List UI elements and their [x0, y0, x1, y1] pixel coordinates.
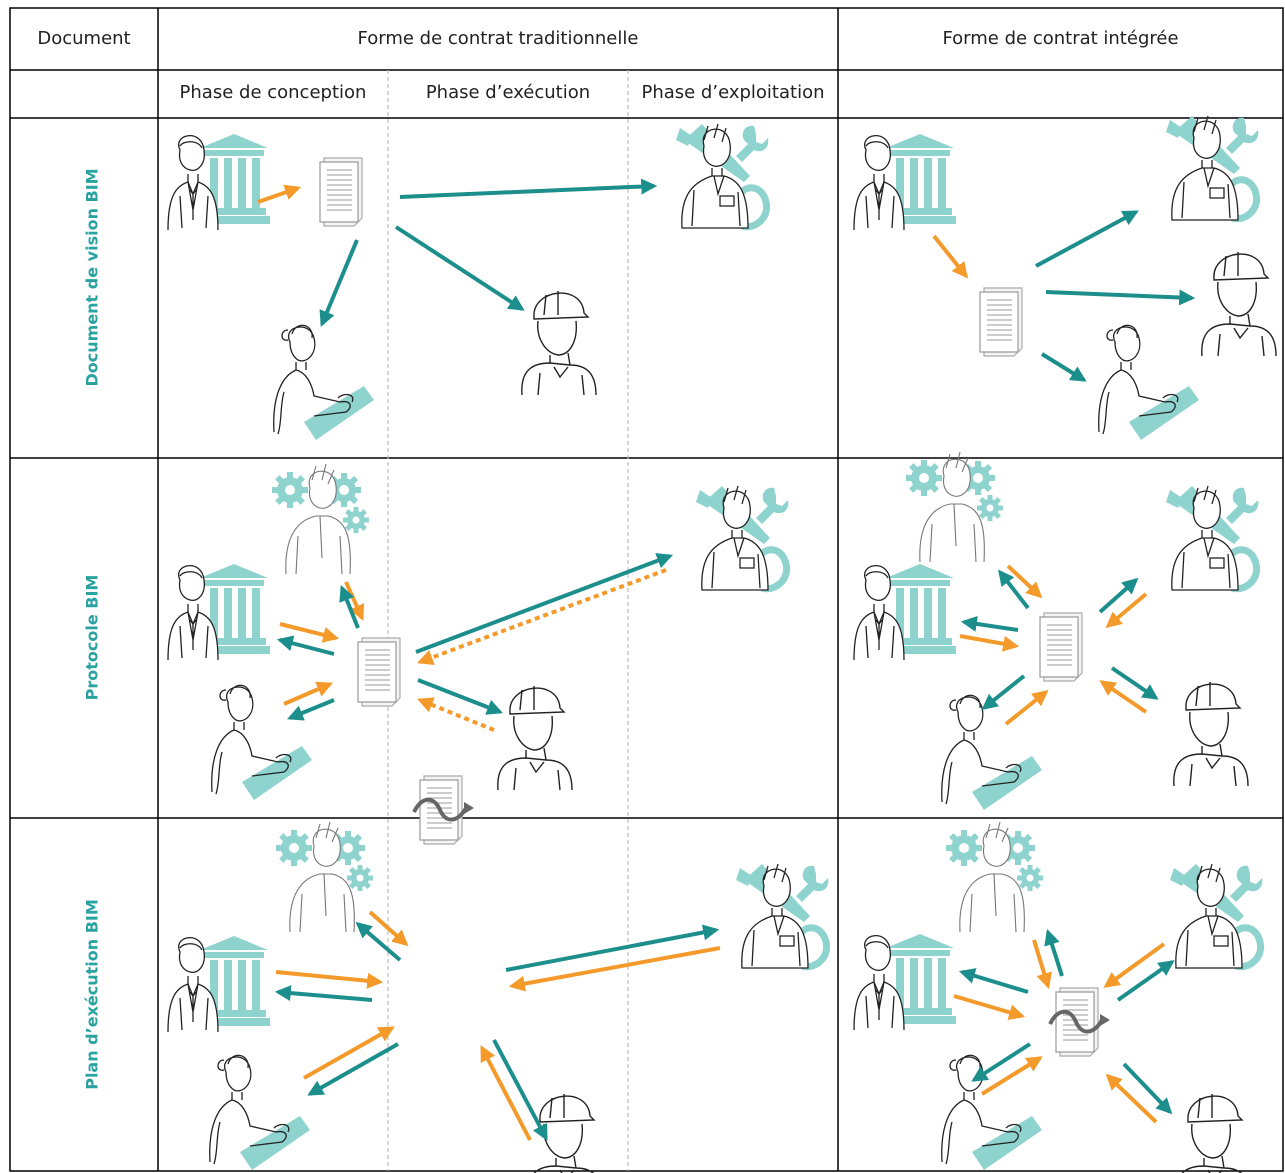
contractor-figure — [521, 290, 597, 396]
maintenance-figure — [1166, 116, 1258, 220]
document-icon — [979, 287, 1023, 357]
client-figure — [167, 935, 271, 1033]
client-figure — [853, 563, 957, 661]
contractor-figure — [1173, 681, 1249, 787]
document-icon — [357, 637, 401, 707]
row-plan-integrated — [853, 821, 1262, 1173]
engineer-figure — [945, 821, 1044, 933]
maintenance-figure — [1166, 486, 1258, 590]
maintenance-figure — [736, 864, 828, 968]
engineer-figure — [905, 451, 1004, 563]
client-figure — [853, 933, 957, 1031]
phase-dividers — [387, 70, 629, 1171]
row-plan-traditional — [167, 776, 828, 1173]
maintenance-figure — [696, 486, 788, 590]
phase-exploitation: Phase d’exploitation — [641, 82, 825, 103]
plan-document-icon — [414, 776, 474, 844]
maintenance-figure — [1170, 864, 1262, 968]
contractor-figure — [497, 685, 573, 791]
designer-figure — [1098, 324, 1200, 441]
client-figure — [167, 133, 271, 231]
phase-conception: Phase de conception — [179, 82, 367, 103]
engineer-figure — [275, 821, 374, 933]
designer-figure — [941, 694, 1043, 811]
header-traditional-contract: Forme de contrat traditionnelle — [357, 28, 639, 49]
plan-document-icon — [1050, 988, 1110, 1056]
designer-figure — [209, 1054, 311, 1171]
contractor-figure — [1175, 1093, 1251, 1173]
row-vision-integrated — [853, 116, 1277, 441]
client-figure — [167, 563, 271, 661]
maintenance-figure — [676, 124, 768, 228]
header-document: Document — [37, 28, 131, 49]
designer-figure — [273, 324, 375, 441]
contractor-figure — [1201, 251, 1277, 357]
document-icon — [319, 157, 363, 227]
row-vision-traditional — [167, 124, 768, 441]
designer-figure — [211, 684, 313, 801]
phase-execution: Phase d’exécution — [425, 82, 591, 103]
document-icon — [1039, 612, 1083, 682]
header-integrated-contract: Forme de contrat intégrée — [942, 28, 1179, 49]
row-protocol-integrated — [853, 451, 1258, 811]
client-figure — [853, 133, 957, 231]
engineer-figure — [271, 463, 370, 575]
designer-figure — [941, 1054, 1043, 1171]
row-protocol-traditional — [167, 463, 788, 801]
contractor-figure — [527, 1093, 603, 1173]
